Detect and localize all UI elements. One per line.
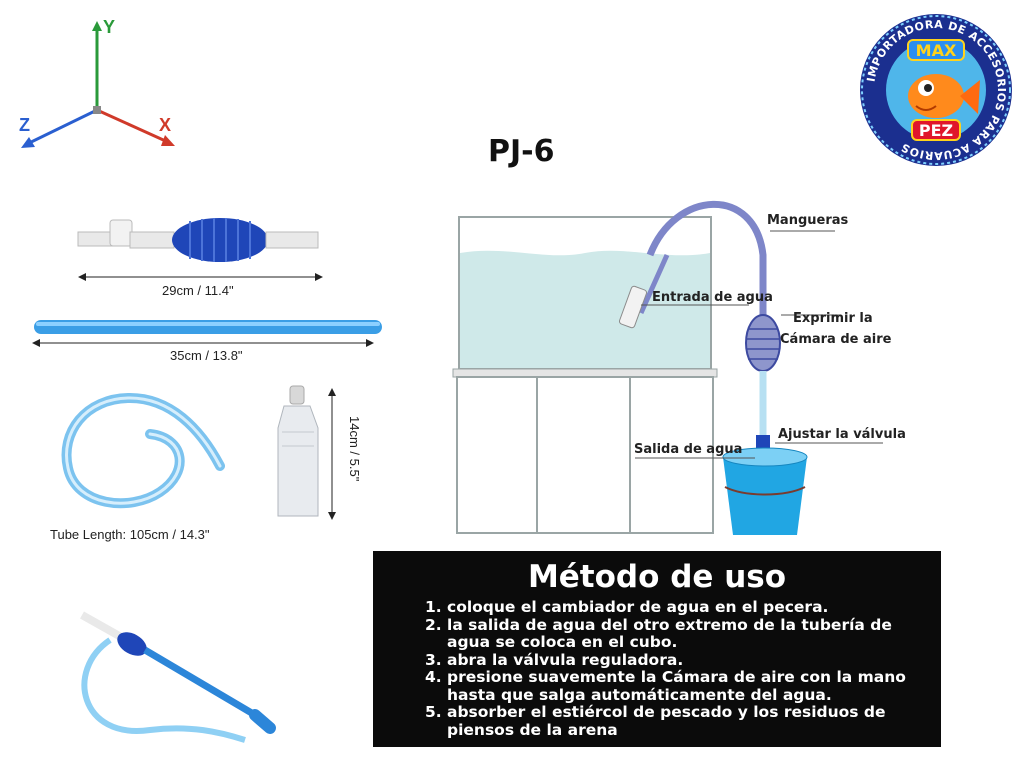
method-step: 1.coloque el cambiador de agua en el pec… (425, 598, 829, 616)
logo-fish-tail (960, 80, 980, 114)
diagram-pump-bulb (745, 314, 781, 372)
diagram-nozzle (618, 285, 648, 329)
rod-image (34, 320, 382, 334)
product-title: PJ-6 (488, 134, 555, 169)
pump-dimension-arrow (78, 273, 323, 281)
nozzle-image (277, 385, 319, 517)
nozzle-dimension-arrow (328, 388, 336, 520)
squeeze-label-line1: Exprimir la (793, 311, 873, 326)
logo-fish-body (908, 74, 964, 118)
siphon-usage-diagram (452, 200, 883, 535)
pump-bulb-shape (172, 218, 268, 262)
z-axis-line (24, 108, 98, 147)
valve-icon (109, 219, 133, 247)
tank-water (460, 250, 710, 368)
pump-length-label: 29cm / 11.4" (162, 283, 234, 298)
y-axis-arrow (92, 21, 102, 31)
coiled-tube-image (61, 392, 225, 509)
method-step: 3.abra la válvula reguladora. (425, 650, 684, 669)
z-axis-arrow (21, 137, 35, 148)
squeeze-label-line2: Cámara de aire (780, 332, 892, 347)
axis-origin (93, 106, 101, 114)
diagram-valve (756, 435, 770, 449)
aquarium-cabinet (456, 376, 714, 534)
method-step: 4.presione suavemente la Cámara de aire … (425, 668, 906, 704)
tube-length-label: Tube Length: 105cm / 14.3" (50, 527, 210, 542)
assembled-siphon-image (80, 611, 276, 743)
y-axis-label: Y (103, 17, 115, 37)
logo-word-max: MAX (916, 41, 957, 60)
method-title: Método de uso (527, 559, 787, 595)
z-axis-label: Z (19, 115, 30, 135)
water-outlet-label: Salida de agua (634, 442, 743, 457)
maxpez-logo-seal: IMPORTADORA DE ACCESORIOS PARA ACUARIOS … (860, 14, 1012, 166)
usage-method-panel: Método de uso 1.coloque el cambiador de … (373, 551, 941, 747)
rod-dimension-arrow (32, 339, 374, 347)
method-steps-list: 1.coloque el cambiador de agua en el pec… (425, 598, 907, 739)
diagram-bucket (723, 457, 807, 535)
nozzle-length-label: 14cm / 5.5" (347, 416, 362, 482)
logo-word-pez: PEZ (919, 121, 953, 140)
x-axis-label: X (159, 115, 171, 135)
x-axis-arrow (161, 135, 175, 146)
x-axis-line (96, 108, 171, 145)
water-inlet-label: Entrada de agua (652, 290, 773, 305)
method-step: 5.absorber el estiércol de pescado y los… (425, 703, 886, 739)
axis-gizmo-icon: Y X Z (19, 17, 175, 148)
adjust-valve-label: Ajustar la válvula (778, 427, 906, 442)
rod-length-label: 35cm / 13.8" (170, 348, 243, 363)
pump-bulb-image (77, 218, 319, 262)
hose-line (646, 200, 767, 317)
method-step: 2.la salida de agua del otro extremo de … (425, 615, 892, 651)
hoses-label: Mangueras (767, 213, 849, 228)
